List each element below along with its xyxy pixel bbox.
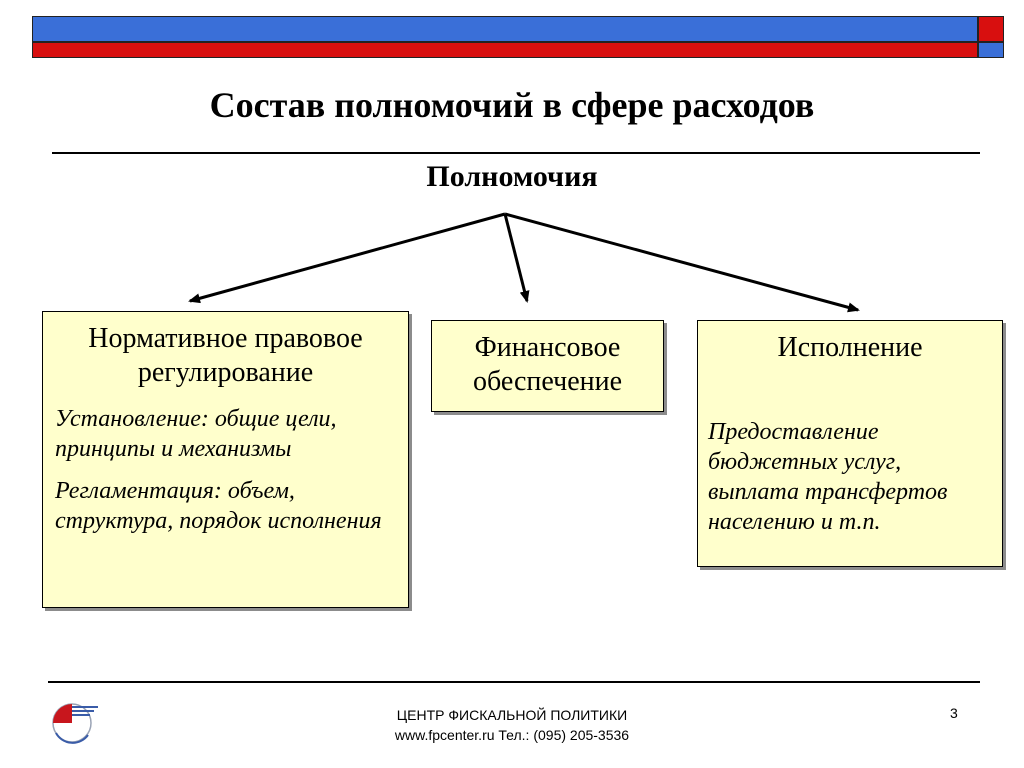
blue-stripe [32,16,978,42]
fpcenter-logo-icon [52,703,98,744]
arrow-to-right-box [504,212,860,313]
box-right-heading: Исполнение [777,332,923,363]
blue-corner-square [978,42,1004,58]
box-normative-regulation: Нормативное правовое регулирование Устан… [42,311,409,608]
footer-org-name: ЦЕНТР ФИСКАЛЬНОЙ ПОЛИТИКИ [396,707,628,723]
decorative-header-bars [32,16,1004,58]
slide-title: Состав полномочий в сфере расходов [209,85,815,125]
page-number: 3 [950,705,958,721]
arrow-to-mid-box [503,213,530,303]
box-left-heading: Нормативное правовое регулирование [88,323,363,388]
red-stripe [32,42,978,58]
red-corner-square [978,16,1004,42]
box-execution: Исполнение Предоставление бюджетных услу… [697,320,1003,567]
title-divider [52,152,980,154]
footer-info: ЦЕНТР ФИСКАЛЬНОЙ ПОЛИТИКИ www.fpcenter.r… [0,705,1024,745]
box-financial-support: Финансовое обеспечение [431,320,664,412]
arrow-to-left-box [188,212,506,304]
box-left-note-2: Регламентация: объем, структура, порядок… [55,478,382,534]
box-mid-heading: Финансовое обеспечение [472,332,623,397]
footer-divider [48,681,980,683]
footer-contacts: www.fpcenter.ru Тел.: (095) 205-3536 [394,727,630,743]
box-left-note-1: Установление: общие цели, принципы и мех… [55,406,337,462]
root-node-label: Полномочия [426,160,598,193]
box-right-note-1: Предоставление бюджетных услуг, выплата … [708,419,948,535]
